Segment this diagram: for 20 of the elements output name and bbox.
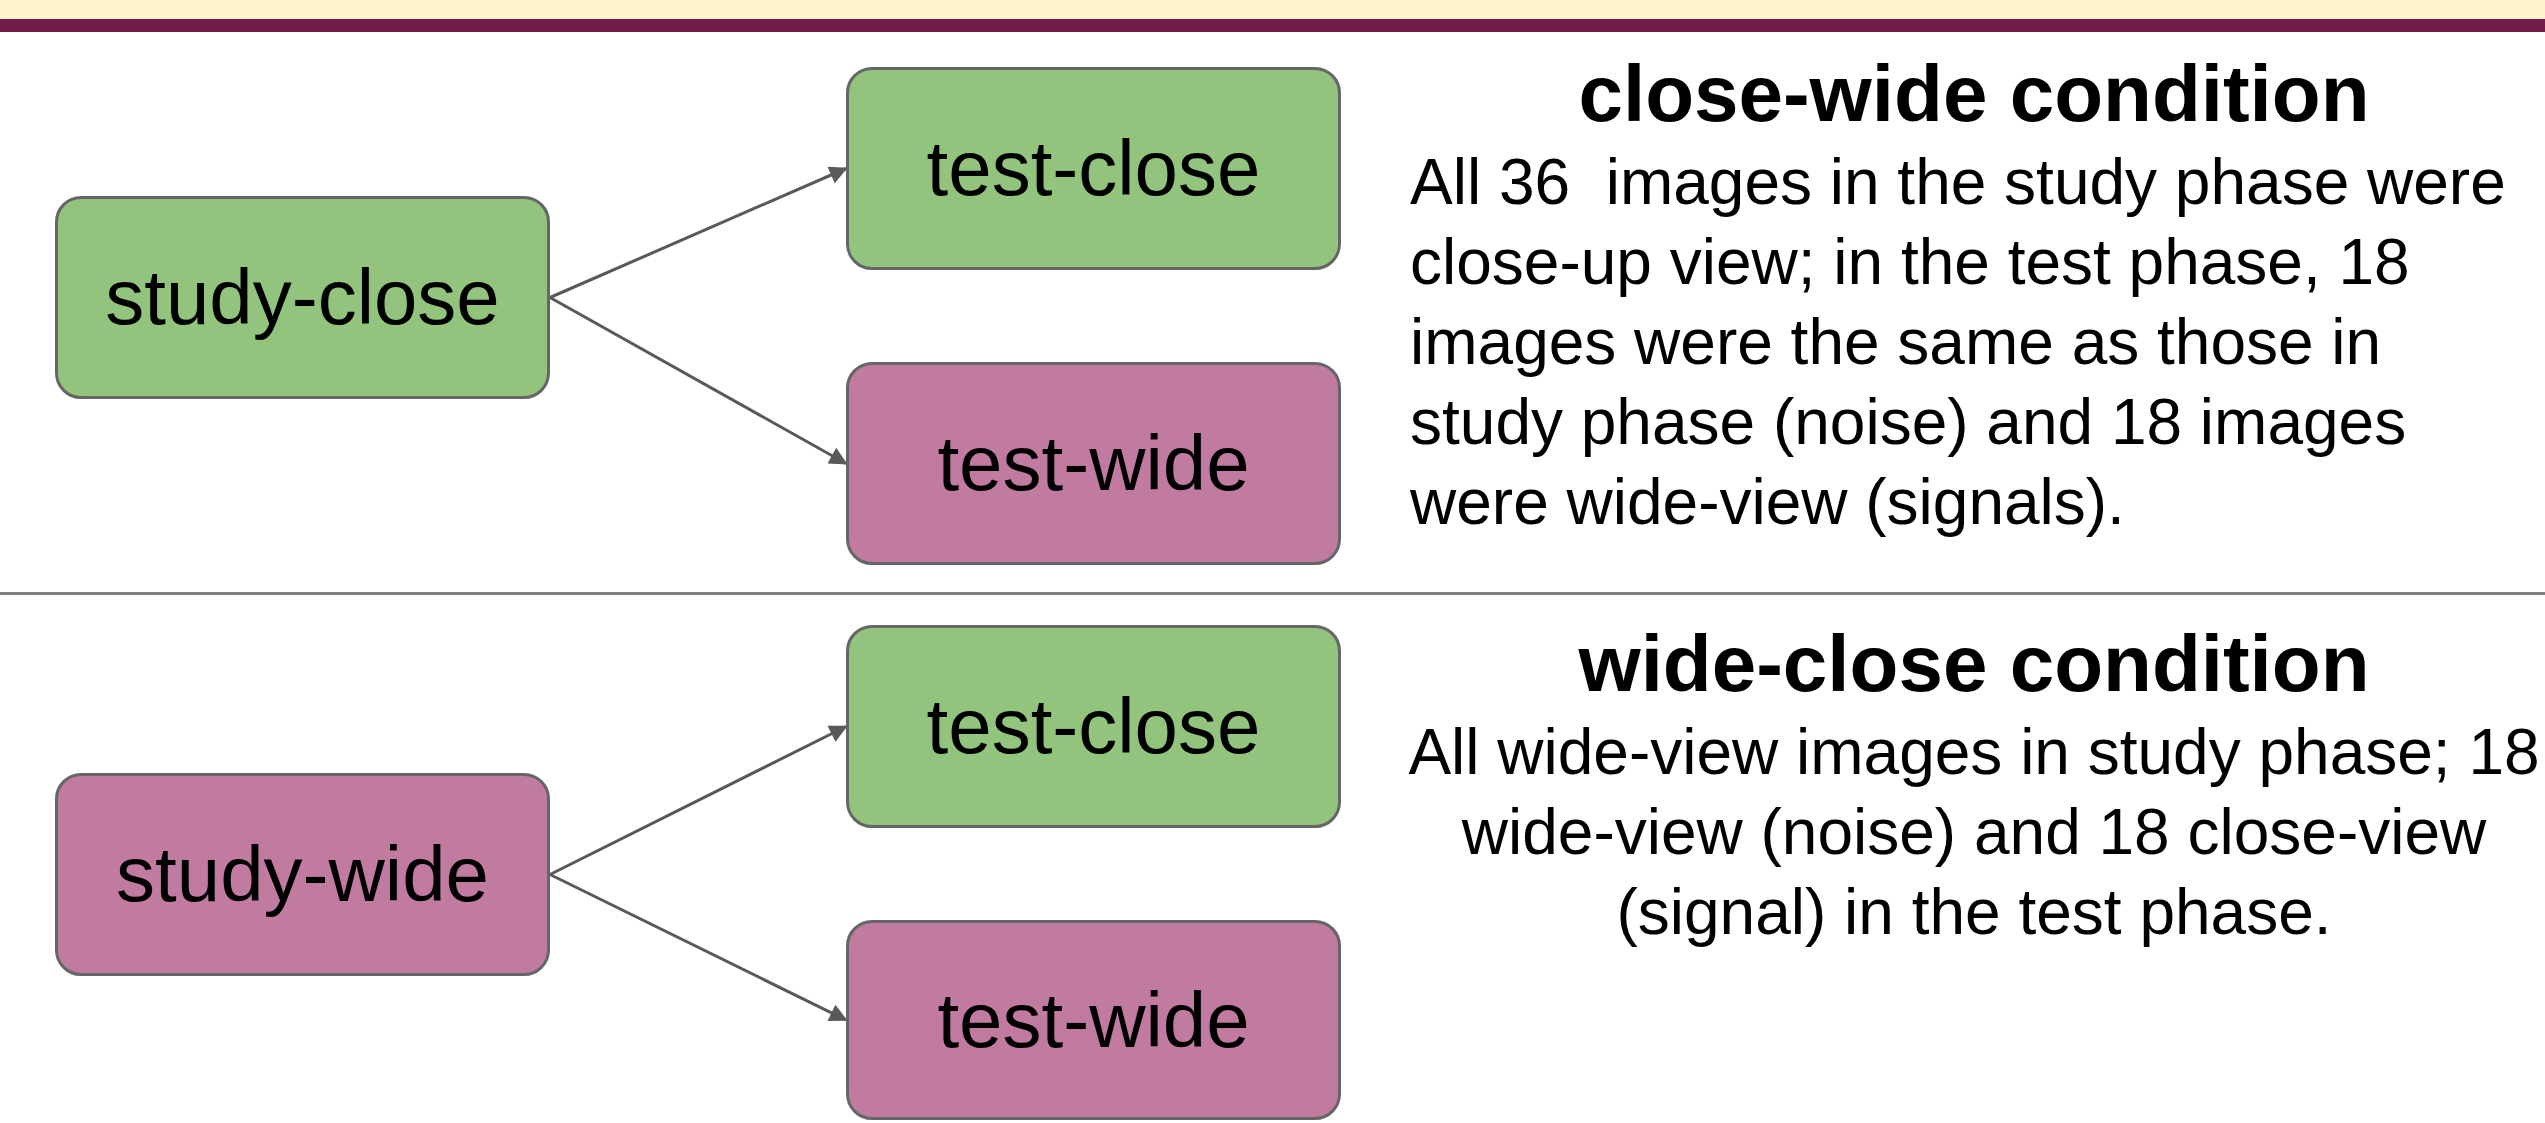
box-label: test-wide <box>937 418 1250 509</box>
condition-description: All 36 images in the study phase were close-up view; in the test phase, 18 images were the same as those in study phase (noise) and 18 images were wide-view (signals). <box>1410 145 2507 540</box>
condition-box <box>846 362 1341 565</box>
box-label: study-wide <box>116 829 489 920</box>
box-label: study-close <box>105 252 500 343</box>
condition-heading: wide-close condition <box>1577 624 2371 704</box>
condition-heading: close-wide condition <box>1577 54 2371 134</box>
box-label: test-close <box>926 123 1261 214</box>
arrow <box>549 873 848 1022</box>
arrow <box>549 296 848 465</box>
arrow <box>549 166 848 299</box>
condition-box <box>846 920 1341 1120</box>
box-label: test-close <box>926 681 1261 772</box>
condition-box <box>55 196 550 399</box>
condition-description: All wide-view images in study phase; 18 wide-view (noise) and 18 close-view (signal) in the test phase. <box>1407 715 2541 950</box>
condition-box <box>846 625 1341 828</box>
box-label: test-wide <box>937 974 1250 1066</box>
arrow <box>549 725 848 876</box>
condition-box <box>846 67 1341 270</box>
condition-box <box>55 773 550 976</box>
